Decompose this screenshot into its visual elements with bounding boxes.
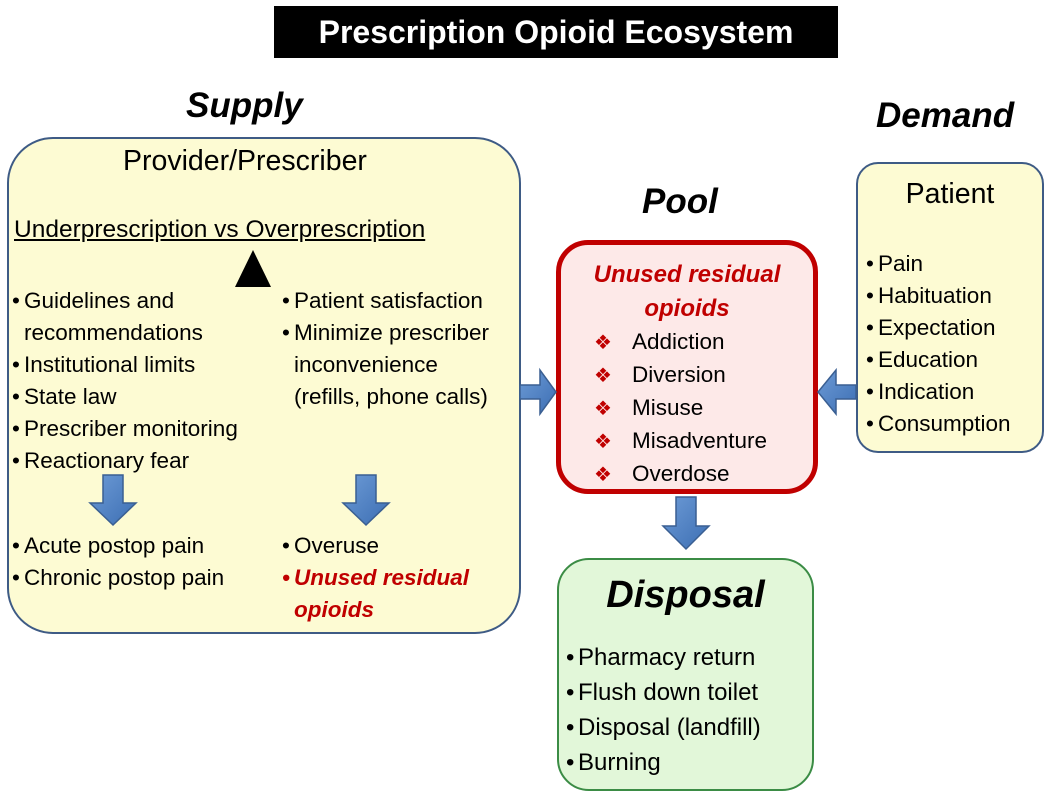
list-item: •Expectation bbox=[866, 312, 1011, 344]
list-item: •Burning bbox=[566, 745, 761, 780]
list-item: •Indication bbox=[866, 376, 1011, 408]
pool-label: Pool bbox=[642, 182, 718, 221]
bullet-icon: • bbox=[282, 533, 290, 558]
list-item: •State law bbox=[12, 381, 238, 413]
overprescription-factors-list: •Patient satisfaction •Minimize prescrib… bbox=[282, 285, 489, 413]
list-item: •Acute postop pain bbox=[12, 530, 224, 562]
list-item: opioids bbox=[294, 597, 374, 622]
diamond-bullet-icon: ❖ bbox=[594, 332, 612, 354]
left-arrow-icon bbox=[817, 367, 857, 417]
diamond-bullet-icon: ❖ bbox=[594, 365, 612, 387]
demand-label: Demand bbox=[876, 96, 1015, 135]
bullet-icon: • bbox=[12, 533, 20, 558]
bullet-icon: • bbox=[12, 352, 20, 377]
list-item: ❖Overdose bbox=[594, 458, 767, 491]
bullet-icon: • bbox=[866, 379, 874, 404]
down-arrow-icon bbox=[88, 474, 138, 527]
list-item: •Habituation bbox=[866, 280, 1011, 312]
list-item: ❖Diversion bbox=[594, 359, 767, 392]
bullet-icon: • bbox=[566, 749, 575, 776]
down-arrow-icon bbox=[341, 474, 391, 527]
list-item: •Consumption bbox=[866, 408, 1011, 440]
bullet-icon: • bbox=[12, 384, 20, 409]
bullet-icon: • bbox=[282, 565, 290, 590]
list-item: ❖Misuse bbox=[594, 392, 767, 425]
list-item: (refills, phone calls) bbox=[294, 384, 488, 409]
pool-heading: Unused residual opioids bbox=[593, 261, 781, 322]
disposal-box bbox=[557, 558, 814, 791]
bullet-icon: • bbox=[282, 320, 290, 345]
list-item: •Overuse bbox=[282, 530, 469, 562]
list-item: •Disposal (landfill) bbox=[566, 710, 761, 745]
list-item: ❖Misadventure bbox=[594, 425, 767, 458]
pool-box bbox=[556, 240, 818, 494]
list-item: •Minimize prescriber bbox=[282, 317, 489, 349]
bullet-icon: • bbox=[12, 448, 20, 473]
disposal-heading: Disposal bbox=[606, 574, 765, 616]
bullet-icon: • bbox=[866, 251, 874, 276]
right-arrow-icon bbox=[519, 367, 557, 417]
list-item: inconvenience bbox=[294, 352, 438, 377]
list-item: •Education bbox=[866, 344, 1011, 376]
list-item: •Pain bbox=[866, 248, 1011, 280]
list-item: ❖Addiction bbox=[594, 326, 767, 359]
list-item: •Reactionary fear bbox=[12, 445, 238, 477]
overprescription-outcomes-list: •Overuse •Unused residual opioids bbox=[282, 530, 469, 626]
list-item: •Patient satisfaction bbox=[282, 285, 489, 317]
diamond-bullet-icon: ❖ bbox=[594, 431, 612, 453]
bullet-icon: • bbox=[12, 416, 20, 441]
underprescription-outcomes-list: •Acute postop pain •Chronic postop pain bbox=[12, 530, 224, 594]
demand-factors-list: •Pain •Habituation •Expectation •Educati… bbox=[866, 248, 1011, 440]
bullet-icon: • bbox=[566, 644, 575, 671]
underprescription-factors-list: •Guidelines and recommendations •Institu… bbox=[12, 285, 238, 477]
list-item: •Institutional limits bbox=[12, 349, 238, 381]
disposal-methods-list: •Pharmacy return •Flush down toilet •Dis… bbox=[566, 640, 761, 780]
diamond-bullet-icon: ❖ bbox=[594, 464, 612, 486]
prescription-balance-heading: Underprescription vs Overprescription bbox=[14, 216, 426, 243]
list-item: •Chronic postop pain bbox=[12, 562, 224, 594]
diamond-bullet-icon: ❖ bbox=[594, 398, 612, 420]
list-item: recommendations bbox=[24, 320, 203, 345]
list-item: •Guidelines and bbox=[12, 285, 238, 317]
bullet-icon: • bbox=[282, 288, 290, 313]
diagram-title: Prescription Opioid Ecosystem bbox=[274, 6, 838, 58]
down-arrow-icon bbox=[661, 496, 711, 551]
bullet-icon: • bbox=[866, 315, 874, 340]
list-item: •Prescriber monitoring bbox=[12, 413, 238, 445]
pool-risks-list: ❖Addiction ❖Diversion ❖Misuse ❖Misadvent… bbox=[594, 326, 767, 491]
patient-heading: Patient bbox=[905, 178, 995, 210]
bullet-icon: • bbox=[866, 411, 874, 436]
list-item: •Unused residual bbox=[282, 562, 469, 594]
list-item: •Flush down toilet bbox=[566, 675, 761, 710]
bullet-icon: • bbox=[866, 283, 874, 308]
list-item: •Pharmacy return bbox=[566, 640, 761, 675]
supply-label: Supply bbox=[186, 86, 303, 125]
bullet-icon: • bbox=[566, 714, 575, 741]
bullet-icon: • bbox=[566, 679, 575, 706]
supply-box bbox=[7, 137, 521, 634]
provider-heading: Provider/Prescriber bbox=[123, 145, 367, 177]
fulcrum-triangle-icon bbox=[235, 250, 271, 287]
bullet-icon: • bbox=[12, 565, 20, 590]
bullet-icon: • bbox=[12, 288, 20, 313]
demand-box bbox=[856, 162, 1044, 453]
bullet-icon: • bbox=[866, 347, 874, 372]
